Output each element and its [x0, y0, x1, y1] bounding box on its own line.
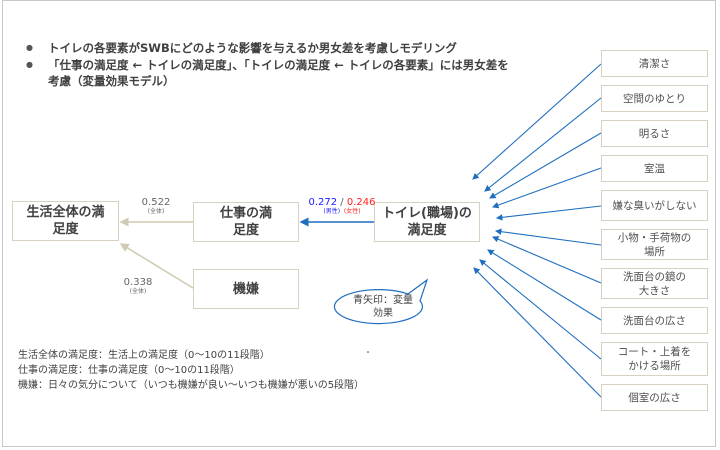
coef-work-to-life: 0.522 (全体) — [136, 197, 176, 215]
node-label: 仕事の満足度 — [219, 206, 272, 238]
arrow-mood-to-life — [119, 243, 194, 289]
element-box-6: 小物・手荷物の場所 — [601, 229, 708, 260]
node-work-satisfaction: 仕事の満足度 — [193, 202, 299, 242]
element-label: 小物・手荷物の場所 — [617, 231, 692, 258]
element-label: 明るさ — [638, 127, 671, 140]
node-toilet-satisfaction: トイレ(職場)の満足度 — [374, 202, 480, 242]
bullet-1: トイレの各要素がSWBにどのような影響を与えるか男女差を考慮しモデリング — [26, 40, 518, 57]
coef-note: (全体) — [129, 288, 147, 295]
element-box-9: コート・上着をかける場所 — [601, 342, 708, 376]
element-arrows — [472, 63, 602, 398]
variable-notes: 生活全体の満足度：生活上の満足度（0～10の11段階） 仕事の満足度：仕事の満足… — [18, 348, 364, 393]
callout-bubble — [333, 278, 429, 325]
element-box-5: 嫌な臭いがしない — [601, 190, 708, 221]
element-box-10: 個室の広さ — [601, 384, 708, 411]
note-life: 生活全体の満足度：生活上の満足度（0～10の11段階） — [18, 350, 270, 361]
arrow-element-10 — [473, 267, 602, 398]
callout-text: 青矢印：変量効果 — [353, 295, 413, 319]
element-label: 室温 — [644, 162, 665, 175]
note-mood: 機嫌：日々の気分について（いつも機嫌が良い～いつも機嫌が悪いの5段階） — [18, 380, 365, 391]
arrow-element-6 — [494, 228, 602, 246]
coef-female-value: 0.246 — [346, 197, 376, 208]
element-box-1: 清潔さ — [601, 50, 708, 77]
coef-toilet-to-work: 0.272 / 0.246 (男性) (女性) — [302, 197, 382, 215]
arrow-element-1 — [472, 63, 602, 180]
element-box-8: 洗面台の広さ — [601, 307, 708, 334]
element-label: 個室の広さ — [628, 391, 681, 404]
element-label: 清潔さ — [638, 57, 671, 70]
element-label: 洗面台の鏡の大きさ — [623, 270, 686, 297]
node-label: トイレ(職場)の満足度 — [382, 206, 472, 238]
element-box-3: 明るさ — [601, 120, 708, 147]
node-life-satisfaction: 生活全体の満足度 — [12, 201, 119, 241]
element-box-7: 洗面台の鏡の大きさ — [601, 268, 708, 299]
node-label: 生活全体の満足度 — [26, 205, 105, 237]
element-label: 洗面台の広さ — [623, 314, 686, 327]
coef-value: 0.338 — [123, 277, 153, 288]
bullet-list: トイレの各要素がSWBにどのような影響を与えるか男女差を考慮しモデリング 「仕事… — [26, 40, 518, 90]
coef-male-value: 0.272 — [308, 197, 338, 208]
element-label: コート・上着をかける場所 — [617, 346, 692, 372]
coef-female-note: (女性) — [343, 208, 361, 215]
element-box-2: 空間のゆとり — [601, 85, 708, 112]
stray-dot — [367, 351, 369, 353]
arrow-element-3 — [489, 132, 602, 199]
bullet-2: 「仕事の満足度 ← トイレの満足度」、「トイレの満足度 ← トイレの各要素」には… — [26, 57, 518, 90]
arrow-element-2 — [484, 97, 602, 192]
arrow-element-5 — [495, 205, 602, 221]
element-label: 嫌な臭いがしない — [612, 199, 697, 212]
node-label: 機嫌 — [232, 281, 259, 297]
node-mood: 機嫌 — [193, 269, 299, 309]
coef-mood-to-life: 0.338 (全体) — [118, 277, 158, 295]
arrow-element-4 — [491, 167, 602, 209]
arrow-element-8 — [487, 249, 602, 321]
arrow-element-9 — [479, 259, 602, 360]
note-work: 仕事の満足度：仕事の満足度（0～10の11段階） — [18, 365, 240, 376]
coef-note: (全体) — [147, 208, 165, 215]
coef-value: 0.522 — [141, 197, 171, 208]
coef-male-note: (男性) — [323, 208, 341, 215]
arrow-element-7 — [491, 236, 602, 284]
element-label: 空間のゆとり — [623, 92, 686, 105]
coef-separator: / — [337, 197, 347, 208]
element-box-4: 室温 — [601, 155, 708, 182]
